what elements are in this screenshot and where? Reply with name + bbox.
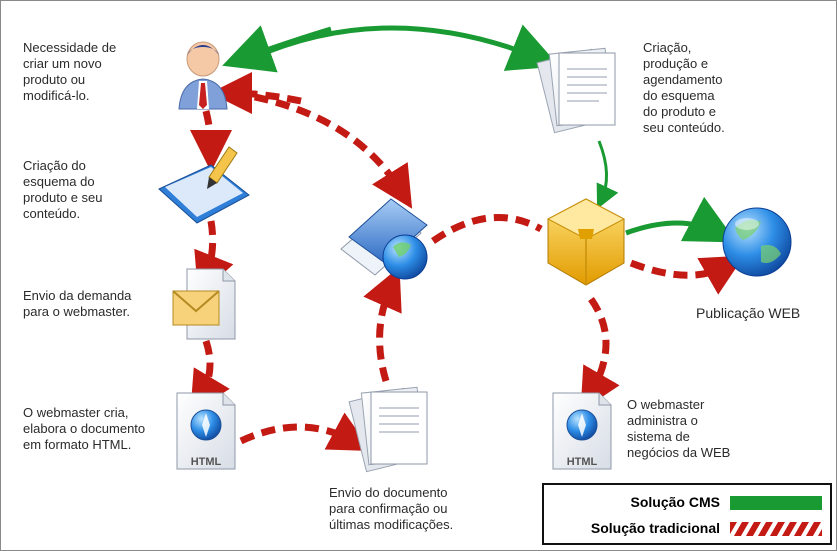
- trad-arrow-blueprint-to-mail: [194, 220, 234, 296]
- trad-arrow-folder-to-box: [431, 213, 543, 244]
- globe-icon: [722, 207, 792, 277]
- legend-cms-label: Solução CMS: [630, 494, 720, 510]
- documents-icon: [348, 386, 428, 473]
- folder-globe-icon: [340, 198, 428, 280]
- legend-row-cms: Solução CMS: [544, 492, 830, 514]
- legend-tradicional-label: Solução tradicional: [590, 520, 720, 536]
- mail-icon: [172, 268, 236, 340]
- cms-arrow-box-to-globe: [625, 196, 737, 243]
- label-criacao-esquema: Criação do esquema do produto e seu cont…: [23, 158, 103, 221]
- label-webmaster-admin: O webmaster administra o sistema de negó…: [627, 397, 731, 460]
- trad-arrow-docs-to-folder: [363, 266, 402, 383]
- html-file-caption: HTML: [191, 456, 222, 468]
- html-file-icon: [176, 392, 236, 470]
- cms-arrow-docs-to-person: [222, 25, 332, 73]
- legend: Solução CMS Solução tradicional: [542, 483, 832, 545]
- label-necessidade: Necessidade de criar um novo produto ou …: [23, 40, 117, 103]
- cms-arrow-docs-to-box: [596, 140, 619, 210]
- trad-arrow-person-to-folder: [232, 89, 413, 209]
- label-webmaster-cria: O webmaster cria, elabora o documento em…: [23, 405, 146, 452]
- legend-tradicional-swatch: [730, 522, 822, 536]
- label-envio-documento: Envio do documento para confirmação ou ú…: [329, 485, 454, 532]
- documents-icon: [536, 47, 616, 134]
- trad-arrow-box-to-globe: [629, 255, 745, 295]
- legend-cms-swatch: [730, 496, 822, 510]
- label-criacao-producao: Criação, produção e agendamento do esque…: [643, 40, 725, 135]
- trad-arrow-html-to-docs: [239, 412, 372, 451]
- label-publicacao: Publicação WEB: [696, 305, 801, 321]
- blueprint-icon: [158, 146, 250, 224]
- person-icon: [178, 41, 228, 110]
- trad-arrow-person-to-blueprint: [189, 110, 232, 172]
- legend-row-tradicional: Solução tradicional: [544, 518, 830, 540]
- trad-arrow-mail-to-html: [190, 339, 230, 415]
- trad-arrow-box-webmaster: [580, 296, 620, 412]
- html-file-icon: [552, 392, 612, 470]
- trad-arrow-folder-to-person: [210, 72, 302, 115]
- label-envio-demanda: Envio da demanda para o webmaster.: [23, 288, 132, 319]
- cms-box-icon: [546, 198, 626, 286]
- html-file-caption: HTML: [567, 456, 598, 468]
